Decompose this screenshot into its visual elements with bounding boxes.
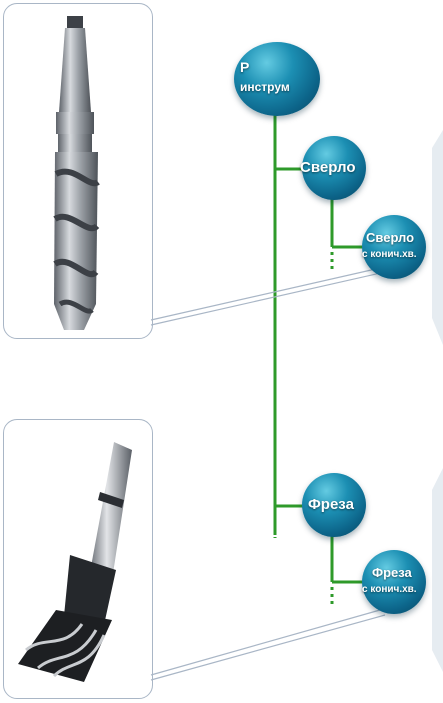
drill-image-frame (3, 3, 153, 339)
root-node[interactable]: Р инструм (234, 42, 320, 116)
drill-taper-node[interactable]: Сверло с конич.хв. (362, 215, 426, 279)
root-node-label-line1: Р (240, 59, 250, 75)
drill-taper-node-label-line2: с конич.хв. (362, 249, 417, 260)
taper-shank-drill-image (53, 16, 100, 330)
drill-node[interactable]: Сверло (300, 136, 366, 200)
root-node-label-line2: инструм (240, 80, 290, 94)
drill-node-label: Сверло (300, 159, 356, 176)
mill-image-frame (3, 419, 153, 699)
mill-taper-node[interactable]: Фреза с конич.хв. (362, 550, 426, 614)
mill-taper-node-label-line1: Фреза (372, 565, 412, 580)
mill-node-label: Фреза (308, 496, 354, 513)
drill-taper-node-label-line1: Сверло (366, 230, 415, 245)
mill-node[interactable]: Фреза (302, 473, 366, 537)
taper-shank-mill-image (18, 442, 132, 682)
mill-taper-node-label-line2: с конич.хв. (362, 584, 417, 595)
